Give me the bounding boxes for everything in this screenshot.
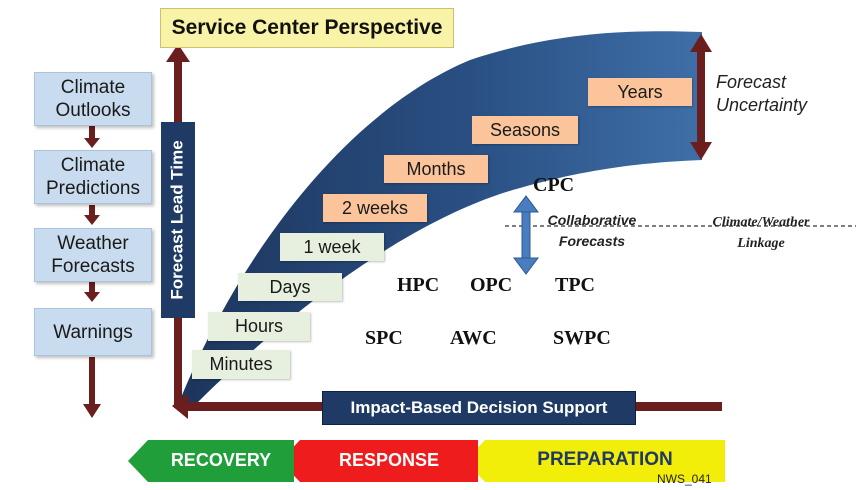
center-spc: SPC xyxy=(365,327,403,349)
linkage-line2: Linkage xyxy=(737,236,785,251)
uncertainty-double-arrow xyxy=(690,34,712,160)
forecast-uncertainty-line2: Uncertainty xyxy=(716,95,808,115)
center-swpc: SWPC xyxy=(553,327,611,349)
response-arrow xyxy=(280,440,478,482)
collaborative-forecasts-label: Collaborative Forecasts xyxy=(540,210,644,252)
center-tpc: TPC xyxy=(555,274,595,296)
climate-weather-linkage-label: Climate/Weather Linkage xyxy=(686,212,836,254)
collaborative-line2: Forecasts xyxy=(558,233,626,249)
climate-predictions-box: Climate Predictions xyxy=(34,150,152,204)
collaborative-double-arrow xyxy=(513,195,539,275)
climate-outlooks-box: Climate Outlooks xyxy=(34,72,152,126)
forecast-uncertainty-line1: Forecast xyxy=(716,72,787,92)
forecast-lead-time-text: Forecast Lead Time xyxy=(168,140,188,300)
response-text: RESPONSE xyxy=(338,449,440,470)
page-title: Service Center Perspective xyxy=(160,8,454,48)
center-awc: AWC xyxy=(450,327,497,349)
title-text: Service Center Perspective xyxy=(171,16,443,39)
scale-days: Days xyxy=(238,273,342,301)
scale-1-week: 1 week xyxy=(280,233,384,261)
center-hpc: HPC xyxy=(397,274,440,296)
preparation-arrow xyxy=(465,440,725,482)
scale-seasons: Seasons xyxy=(472,116,578,144)
warnings-box: Warnings xyxy=(34,308,152,356)
scale-1-week-label: 1 week xyxy=(303,236,361,257)
center-opc: OPC xyxy=(470,274,513,296)
scale-months: Months xyxy=(384,155,488,183)
scale-hours: Hours xyxy=(208,312,310,341)
forecast-lead-time-label: Forecast Lead Time xyxy=(161,122,195,318)
footnote: NWS_041 xyxy=(657,472,712,486)
scale-seasons-label: Seasons xyxy=(489,119,561,140)
recovery-arrow xyxy=(128,440,294,482)
weather-forecasts-box: Weather Forecasts xyxy=(34,228,152,282)
recovery-text: RECOVERY xyxy=(170,449,272,470)
climate-outlooks-label: Climate Outlooks xyxy=(55,77,131,121)
scale-years: Years xyxy=(588,78,692,106)
climate-predictions-label: Climate Predictions xyxy=(46,155,140,199)
scale-2-weeks: 2 weeks xyxy=(323,194,427,222)
scale-years-label: Years xyxy=(617,81,663,102)
warnings-label: Warnings xyxy=(53,321,133,343)
preparation-label: PREPARATION xyxy=(488,440,722,480)
linkage-line1: Climate/Weather xyxy=(712,215,810,230)
scale-hours-label: Hours xyxy=(234,316,283,336)
scale-months-label: Months xyxy=(406,158,466,179)
forecast-uncertainty-label: Forecast Uncertainty xyxy=(716,71,807,117)
scale-2-weeks-label: 2 weeks xyxy=(341,197,409,218)
scale-minutes: Minutes xyxy=(192,350,290,379)
response-label: RESPONSE xyxy=(302,440,476,480)
center-cpc: CPC xyxy=(533,174,575,196)
decision-support-box: Impact-Based Decision Support xyxy=(322,391,636,425)
collaborative-line1: Collaborative xyxy=(547,212,637,228)
weather-forecasts-label: Weather Forecasts xyxy=(51,233,135,277)
left-column-arrows xyxy=(83,126,101,418)
scale-minutes-label: Minutes xyxy=(209,354,273,374)
recovery-label: RECOVERY xyxy=(150,440,292,480)
preparation-text: PREPARATION xyxy=(537,449,673,470)
decision-support-label: Impact-Based Decision Support xyxy=(350,398,608,417)
scale-days-label: Days xyxy=(269,276,311,297)
